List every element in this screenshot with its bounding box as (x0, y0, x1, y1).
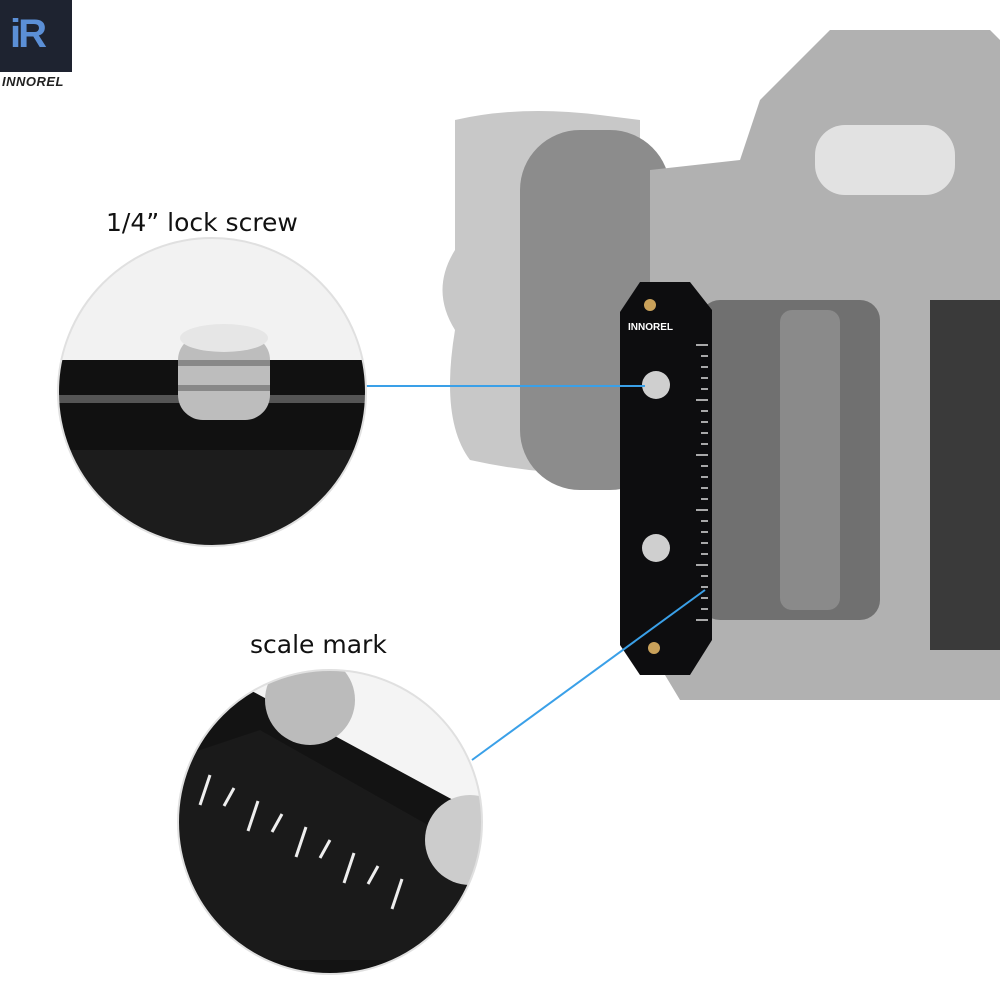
detail-circle-scale-mark (178, 670, 482, 974)
scale-tick (270, 813, 284, 833)
scale-tick (246, 800, 260, 832)
scale-tick (390, 878, 404, 910)
plate-brand-text: INNOREL (628, 322, 673, 333)
scale-tick (222, 787, 236, 807)
camera-port-door (780, 310, 840, 610)
plate-pin-top (644, 299, 656, 311)
camera-screen (930, 300, 1000, 650)
scale-tick (342, 852, 356, 884)
brand-logo: iR (0, 0, 72, 72)
callout-line-scale (471, 589, 706, 761)
logo-mark: iR (10, 12, 47, 56)
brand-name: INNOREL (2, 74, 64, 89)
scale-tick (318, 839, 332, 859)
detail-circle-lock-screw (58, 238, 366, 546)
nato-side-plate (620, 282, 712, 675)
scale-tick (294, 826, 308, 858)
plate-screw-bottom (642, 534, 670, 562)
plate-scale-ticks (696, 344, 708, 621)
callout-label-scale-mark: scale mark (250, 630, 387, 659)
scale-tick (198, 774, 212, 806)
camera-top-dial (815, 125, 955, 195)
plate-pin-bottom (648, 642, 660, 654)
plate-screw-top (642, 371, 670, 399)
scale-tick (366, 865, 380, 885)
callout-label-lock-screw: 1/4” lock screw (106, 208, 298, 237)
